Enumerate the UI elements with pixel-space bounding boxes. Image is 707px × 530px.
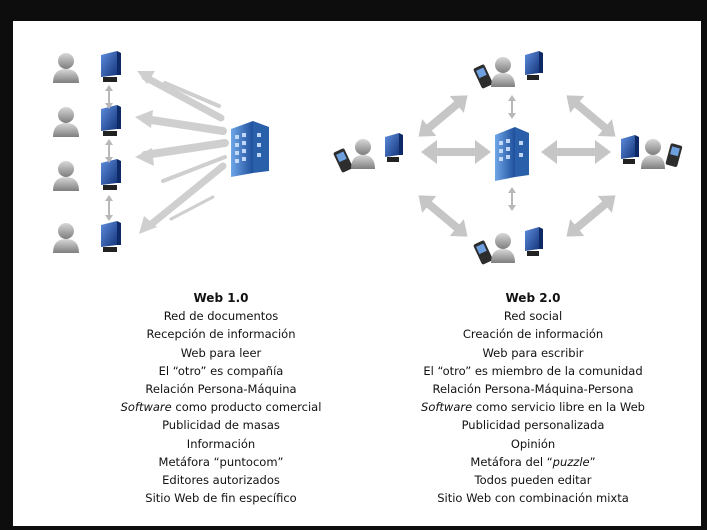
arrowhead-icon [135, 110, 153, 128]
broadcast-arrow-icon [161, 155, 227, 183]
broadcast-arrow-icon [141, 73, 225, 122]
web2-line: Software como servicio libre en la Web [373, 398, 693, 416]
monitor-icon [621, 135, 639, 164]
bidirectional-arrow-icon [541, 140, 611, 164]
web1-client-3 [53, 159, 121, 191]
web2-line: Opinión [510, 436, 556, 451]
web2-line: Creación de información [462, 327, 604, 342]
web1-line: Web para leer [180, 345, 262, 360]
bidirectional-arrow-icon [105, 85, 113, 109]
mobile-phone-icon [665, 143, 683, 167]
monitor-icon [525, 227, 543, 256]
monitor-icon [525, 51, 543, 80]
web1-line: Relación Persona-Máquina [145, 382, 297, 397]
server-building-icon [231, 121, 269, 177]
web1-client-4 [53, 221, 121, 253]
italic-term: puzzle [552, 454, 590, 469]
bidirectional-arrow-icon [421, 140, 491, 164]
line-rest: como producto comercial [171, 400, 322, 415]
web2-line: Red social [503, 309, 563, 324]
web2-vertical-arrows [508, 95, 516, 211]
web1-client-2 [53, 105, 121, 137]
web2-line: Metáfora del “puzzle” [373, 453, 693, 471]
web1-line: Editores autorizados [162, 473, 280, 488]
monitor-icon [101, 159, 121, 190]
bidirectional-arrow-icon [418, 95, 468, 137]
monitor-icon [385, 133, 403, 162]
web2-arrows [418, 95, 616, 237]
broadcast-arrow-icon [141, 115, 227, 135]
bidirectional-arrow-icon [566, 95, 616, 137]
user-icon [641, 139, 665, 169]
bidirectional-arrow-icon [508, 95, 516, 119]
server-building-icon [495, 127, 529, 181]
web2-node-right [621, 135, 683, 169]
bidirectional-arrow-icon [418, 195, 468, 237]
web2-node-top [473, 51, 543, 89]
web2-node-bottom [473, 227, 543, 265]
monitor-icon [101, 51, 121, 82]
broadcast-arrow-icon [163, 81, 221, 108]
user-icon [53, 223, 79, 253]
web1-line: Información [186, 436, 256, 451]
broadcast-arrow-icon [145, 162, 227, 230]
italic-term: Software [421, 400, 473, 415]
web1-line: Recepción de información [146, 327, 296, 342]
web1-line: Software como producto comercial [81, 398, 361, 416]
user-icon [491, 57, 515, 87]
bidirectional-arrow-icon [105, 195, 113, 221]
web1-line: Sitio Web de fin específico [145, 491, 297, 506]
web2-node-left [333, 133, 403, 173]
web2-line: Todos pueden editar [474, 473, 592, 488]
web1-vertical-arrows [105, 85, 113, 221]
user-icon [491, 233, 515, 263]
web1-arrows [135, 71, 229, 234]
mobile-phone-icon [333, 148, 353, 173]
monitor-icon [101, 105, 121, 136]
network-diagram [53, 51, 683, 265]
arrowhead-icon [137, 71, 155, 84]
bidirectional-arrow-icon [566, 195, 616, 237]
mobile-phone-icon [473, 64, 493, 89]
web2-line: Publicidad personalizada [461, 418, 605, 433]
user-icon [53, 107, 79, 137]
mobile-phone-icon [473, 240, 493, 265]
broadcast-arrow-icon [141, 139, 229, 159]
line-rest: como servicio libre en la Web [472, 400, 645, 415]
user-icon [53, 161, 79, 191]
arrowhead-icon [139, 216, 157, 234]
web2-caption: Web 2.0 Red social Creación de informaci… [373, 289, 693, 507]
web2-line: El “otro” es miembro de la comunidad [423, 363, 643, 378]
bidirectional-arrow-icon [105, 139, 113, 163]
web2-line: Sitio Web con combinación mixta [437, 491, 629, 506]
arrowhead-icon [135, 148, 154, 166]
line-prefix: Metáfora del “ [470, 454, 553, 469]
line-rest: ” [589, 454, 596, 469]
web1-title: Web 1.0 [193, 291, 249, 305]
web1-line: Publicidad de masas [162, 418, 280, 433]
broadcast-arrow-icon [169, 195, 215, 221]
web1-client-1 [53, 51, 121, 83]
web1-line: El “otro” es compañía [158, 363, 284, 378]
web1-line: Red de documentos [163, 309, 279, 324]
bidirectional-arrow-icon [508, 187, 516, 211]
web1-line: Metáfora “puntocom” [158, 454, 284, 469]
user-icon [53, 53, 79, 83]
user-icon [351, 139, 375, 169]
italic-term: Software [120, 400, 172, 415]
web2-title: Web 2.0 [505, 291, 561, 305]
web2-line: Relación Persona-Máquina-Persona [432, 382, 634, 397]
monitor-icon [101, 221, 121, 252]
web2-line: Web para escribir [482, 345, 584, 360]
comparison-panel: Web 1.0 Red de documentos Recepción de i… [13, 21, 701, 526]
web1-caption: Web 1.0 Red de documentos Recepción de i… [81, 289, 361, 507]
